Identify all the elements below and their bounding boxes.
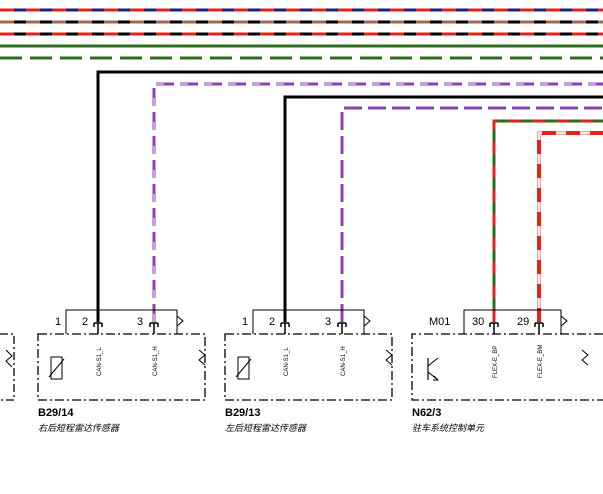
pin-terminal (149, 322, 159, 334)
signal-label: CAN-S1_H (341, 346, 347, 376)
wire-b29-14-can-h (152, 82, 603, 322)
component-b29-13: 1 2 3 CAN-S1_L CAN-S1_H B29/13 左后短程雷达传感器 (224, 309, 393, 433)
pin-number: 1 (242, 316, 248, 328)
component-n62-3: M01 30 29 FLEX-E_BP FLEX-E_BM N62/3 驻车系统… (411, 309, 603, 433)
component-name: 左后短程雷达传感器 (225, 423, 307, 433)
connector-break-icon (560, 315, 568, 327)
pin-number: 1 (55, 316, 61, 328)
pin-number: 3 (325, 316, 331, 328)
connector-housing (463, 309, 562, 334)
connector-housing (252, 309, 365, 334)
signal-label: FLEX-E_BP (493, 346, 499, 378)
sensor-icon (235, 356, 252, 380)
pin-terminal (93, 322, 103, 334)
component-code: B29/13 (225, 407, 260, 419)
connector-break-icon (363, 315, 371, 327)
component-box (37, 333, 206, 401)
pin-terminal (534, 322, 544, 334)
wire-b29-13-can-h (340, 106, 603, 322)
signal-label: FLEX-E_BM (538, 345, 544, 378)
component-name: 驻车系统控制单元 (412, 423, 485, 433)
pin-number: 2 (269, 316, 275, 328)
connector-housing (65, 309, 178, 334)
pin-terminal (489, 322, 499, 334)
partial-component-left (0, 333, 15, 401)
component-name: 右后短程雷达传感器 (38, 423, 120, 433)
signal-label: CAN-S1_H (153, 346, 159, 376)
component-box (411, 333, 603, 401)
wire-b29-13-can-l (283, 95, 603, 322)
housing-break-icon (385, 349, 393, 366)
component-code: B29/14 (38, 407, 74, 419)
component-b29-14: 1 2 3 CAN-S1_L CAN-S1_H B29/14 右后短程雷达传感器 (37, 309, 206, 433)
wire-b29-14-can-l (96, 70, 603, 322)
signal-label: CAN-S1_L (284, 347, 290, 376)
signal-label: CAN-S1_L (97, 347, 103, 376)
wire-n62-3-flex-bm (537, 131, 603, 322)
pin-terminal (280, 322, 290, 334)
component-box (224, 333, 393, 401)
pin-terminal (337, 322, 347, 334)
wire-n62-3-flex-bp (492, 119, 603, 322)
housing-break-icon (581, 349, 589, 366)
connector-label: M01 (429, 316, 450, 328)
transistor-icon (427, 357, 440, 381)
pin-number: 2 (82, 316, 88, 328)
housing-break-icon (198, 349, 206, 366)
connector-break-icon (176, 315, 184, 327)
pin-number: 3 (137, 316, 143, 328)
sensor-icon (48, 356, 65, 380)
pin-number: 29 (517, 316, 529, 328)
component-code: N62/3 (412, 407, 441, 419)
pin-number: 30 (472, 316, 484, 328)
harness-bus (0, 8, 603, 60)
